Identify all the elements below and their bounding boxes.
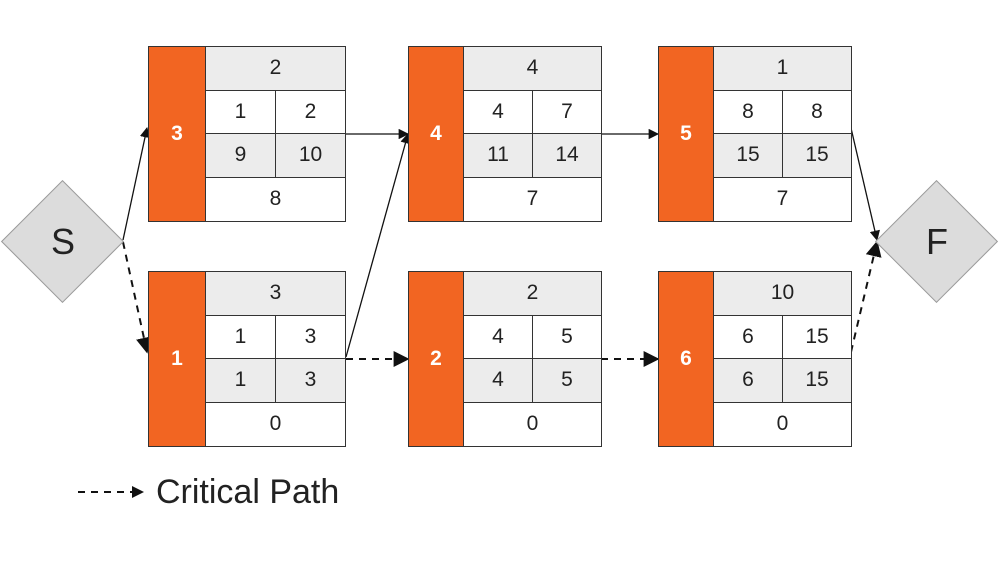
activity-node-4: 4 4 4 7 11 14 7 xyxy=(408,46,602,222)
duration-cell: 10 xyxy=(713,272,851,316)
early-finish-cell: 15 xyxy=(782,315,851,359)
legend: Critical Path xyxy=(76,470,339,514)
early-finish-cell: 3 xyxy=(275,315,345,359)
activity-node-3: 3 2 1 2 9 10 8 xyxy=(148,46,346,222)
edge-6-f xyxy=(850,240,882,353)
activity-node-2: 2 2 4 5 4 5 0 xyxy=(408,271,602,447)
dependency-arrows xyxy=(122,126,882,367)
early-start-cell: 6 xyxy=(713,315,782,359)
edge-s-3 xyxy=(122,126,151,241)
edge-1-4 xyxy=(345,132,411,358)
activity-id: 1 xyxy=(149,272,205,446)
activity-node-6: 6 10 6 15 6 15 0 xyxy=(658,271,852,447)
late-start-cell: 1 xyxy=(205,359,275,403)
slack-cell: 0 xyxy=(713,402,851,446)
slack-cell: 7 xyxy=(463,177,601,221)
slack-cell: 0 xyxy=(463,402,601,446)
late-finish-cell: 14 xyxy=(532,134,601,178)
activity-id: 4 xyxy=(409,47,463,221)
early-finish-cell: 8 xyxy=(782,90,851,134)
late-start-cell: 4 xyxy=(463,359,532,403)
slack-cell: 0 xyxy=(205,402,345,446)
late-finish-cell: 15 xyxy=(782,134,851,178)
activity-id: 6 xyxy=(659,272,713,446)
early-start-cell: 8 xyxy=(713,90,782,134)
dashed-arrow-icon xyxy=(78,486,144,498)
edge-s-1 xyxy=(122,241,152,354)
late-finish-cell: 15 xyxy=(782,359,851,403)
legend-label: Critical Path xyxy=(156,472,340,511)
finish-label: F xyxy=(926,221,948,262)
early-start-cell: 1 xyxy=(205,90,275,134)
duration-cell: 2 xyxy=(205,47,345,91)
early-start-cell: 4 xyxy=(463,315,532,359)
late-start-cell: 6 xyxy=(713,359,782,403)
late-start-cell: 9 xyxy=(205,134,275,178)
activity-id: 2 xyxy=(409,272,463,446)
duration-cell: 4 xyxy=(463,47,601,91)
early-start-cell: 4 xyxy=(463,90,532,134)
duration-cell: 3 xyxy=(205,272,345,316)
slack-cell: 7 xyxy=(713,177,851,221)
activity-node-1: 1 3 1 3 1 3 0 xyxy=(148,271,346,447)
duration-cell: 2 xyxy=(463,272,601,316)
edge-5-f xyxy=(850,127,880,242)
early-finish-cell: 2 xyxy=(275,90,345,134)
early-finish-cell: 7 xyxy=(532,90,601,134)
early-finish-cell: 5 xyxy=(532,315,601,359)
late-start-cell: 11 xyxy=(463,134,532,178)
late-finish-cell: 5 xyxy=(532,359,601,403)
start-label: S xyxy=(50,221,75,262)
activity-node-5: 5 1 8 8 15 15 7 xyxy=(658,46,852,222)
early-start-cell: 1 xyxy=(205,315,275,359)
activity-id: 3 xyxy=(149,47,205,221)
slack-cell: 8 xyxy=(205,177,345,221)
late-finish-cell: 10 xyxy=(275,134,345,178)
late-start-cell: 15 xyxy=(713,134,782,178)
late-finish-cell: 3 xyxy=(275,359,345,403)
duration-cell: 1 xyxy=(713,47,851,91)
activity-id: 5 xyxy=(659,47,713,221)
